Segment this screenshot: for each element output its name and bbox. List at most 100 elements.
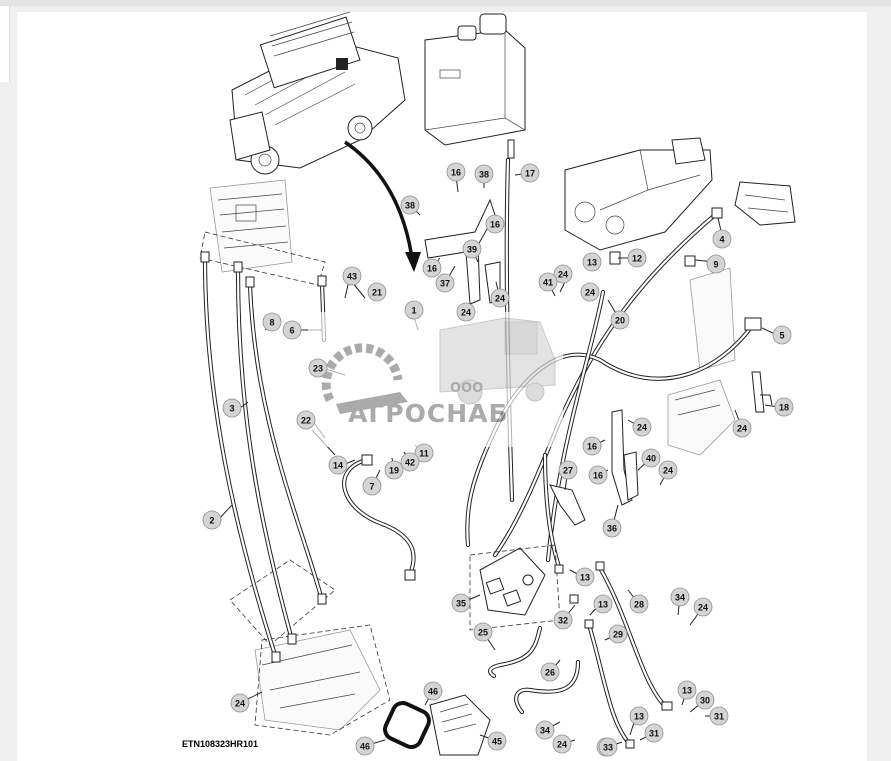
callout-17: 17 bbox=[520, 163, 540, 183]
callout-24: 24 bbox=[230, 693, 250, 713]
callout-37: 37 bbox=[435, 273, 455, 293]
callout-20: 20 bbox=[610, 310, 630, 330]
callout-circle bbox=[693, 597, 713, 617]
callout-29: 29 bbox=[608, 624, 628, 644]
callout-circle bbox=[677, 680, 697, 700]
callout-circle bbox=[384, 460, 404, 480]
callout-label: 23 bbox=[313, 364, 323, 374]
callout-circle bbox=[552, 734, 572, 754]
filter-45 bbox=[429, 694, 491, 756]
callout-circle bbox=[308, 358, 328, 378]
callout-circle bbox=[582, 252, 602, 272]
combine-harvester-sketch bbox=[229, 11, 406, 175]
callout-circle bbox=[400, 195, 420, 215]
callout-46: 46 bbox=[423, 681, 443, 701]
callout-11: 11 bbox=[414, 443, 434, 463]
callout-circle bbox=[422, 258, 442, 278]
callout-label: 46 bbox=[360, 742, 370, 752]
callout-45: 45 bbox=[487, 731, 507, 751]
callout-38: 38 bbox=[400, 195, 420, 215]
callout-circle bbox=[490, 288, 510, 308]
callout-41: 41 bbox=[538, 272, 558, 292]
callout-circle bbox=[520, 163, 540, 183]
callout-circle bbox=[282, 320, 302, 340]
callout-circle bbox=[296, 410, 316, 430]
callout-8: 8 bbox=[262, 312, 282, 332]
callout-28: 28 bbox=[629, 594, 649, 614]
callout-19: 19 bbox=[384, 460, 404, 480]
callout-42: 42 bbox=[400, 452, 420, 472]
callout-31: 31 bbox=[709, 706, 729, 726]
callout-label: 2 bbox=[209, 516, 214, 526]
callout-circle bbox=[602, 518, 622, 538]
callout-21: 21 bbox=[367, 282, 387, 302]
callout-25: 25 bbox=[473, 622, 493, 642]
callout-label: 32 bbox=[558, 616, 568, 626]
callout-label: 24 bbox=[698, 603, 708, 613]
callout-label: 24 bbox=[558, 270, 568, 280]
callout-label: 35 bbox=[456, 599, 466, 609]
callout-label: 28 bbox=[634, 600, 644, 610]
location-arrow bbox=[344, 140, 414, 259]
callout-circle bbox=[610, 310, 630, 330]
callout-circle bbox=[222, 398, 242, 418]
callout-circle bbox=[712, 229, 732, 249]
callout-24: 24 bbox=[553, 264, 573, 284]
callout-circle bbox=[658, 460, 678, 480]
callout-circle bbox=[629, 594, 649, 614]
callout-label: 25 bbox=[478, 628, 488, 638]
callout-circle bbox=[462, 239, 482, 259]
right-valve-block-sketch bbox=[667, 267, 736, 456]
callout-label: 31 bbox=[714, 712, 724, 722]
callout-label: 19 bbox=[389, 466, 399, 476]
callout-circle bbox=[362, 476, 382, 496]
callout-24: 24 bbox=[490, 288, 510, 308]
callout-circle bbox=[632, 417, 652, 437]
callout-label: 45 bbox=[492, 737, 502, 747]
callout-16: 16 bbox=[485, 214, 505, 234]
callout-label: 9 bbox=[713, 260, 718, 270]
callout-circle bbox=[553, 264, 573, 284]
callout-38: 38 bbox=[474, 164, 494, 184]
callout-24: 24 bbox=[658, 460, 678, 480]
callout-circle bbox=[485, 214, 505, 234]
callout-label: 37 bbox=[440, 279, 450, 289]
callout-circle bbox=[404, 300, 424, 320]
callout-label: 24 bbox=[557, 740, 567, 750]
callout-circle bbox=[575, 567, 595, 587]
callout-label: 16 bbox=[587, 442, 597, 452]
callout-26: 26 bbox=[540, 662, 560, 682]
callout-32: 32 bbox=[553, 610, 573, 630]
left-valve-block-sketch bbox=[199, 179, 326, 286]
left-side-panel bbox=[0, 6, 10, 82]
callout-label: 24 bbox=[235, 699, 245, 709]
callout-label: 8 bbox=[269, 318, 274, 328]
callout-circle bbox=[474, 164, 494, 184]
callout-label: 11 bbox=[419, 449, 429, 459]
callout-3: 3 bbox=[222, 398, 242, 418]
callout-circle bbox=[709, 706, 729, 726]
callout-circle bbox=[414, 443, 434, 463]
mounting-bracket bbox=[424, 198, 501, 305]
callout-30: 30 bbox=[695, 690, 715, 710]
callout-label: 29 bbox=[613, 630, 623, 640]
callout-circle bbox=[538, 272, 558, 292]
callout-circle bbox=[608, 624, 628, 644]
callout-35: 35 bbox=[451, 593, 471, 613]
callout-39: 39 bbox=[462, 239, 482, 259]
callout-label: 1 bbox=[411, 306, 416, 316]
callout-16: 16 bbox=[582, 436, 602, 456]
location-arrow-head bbox=[405, 252, 421, 272]
callout-circle bbox=[580, 282, 600, 302]
callout-label: 13 bbox=[598, 600, 608, 610]
callout-label: 42 bbox=[405, 458, 415, 468]
callout-36: 36 bbox=[602, 518, 622, 538]
callout-label: 22 bbox=[301, 416, 311, 426]
callout-14: 14 bbox=[328, 455, 348, 475]
callout-circle bbox=[593, 594, 613, 614]
gearbox-sketch bbox=[564, 137, 796, 251]
hydraulic-reservoir bbox=[424, 13, 526, 159]
callout-6: 6 bbox=[282, 320, 302, 340]
callout-circle bbox=[535, 720, 555, 740]
